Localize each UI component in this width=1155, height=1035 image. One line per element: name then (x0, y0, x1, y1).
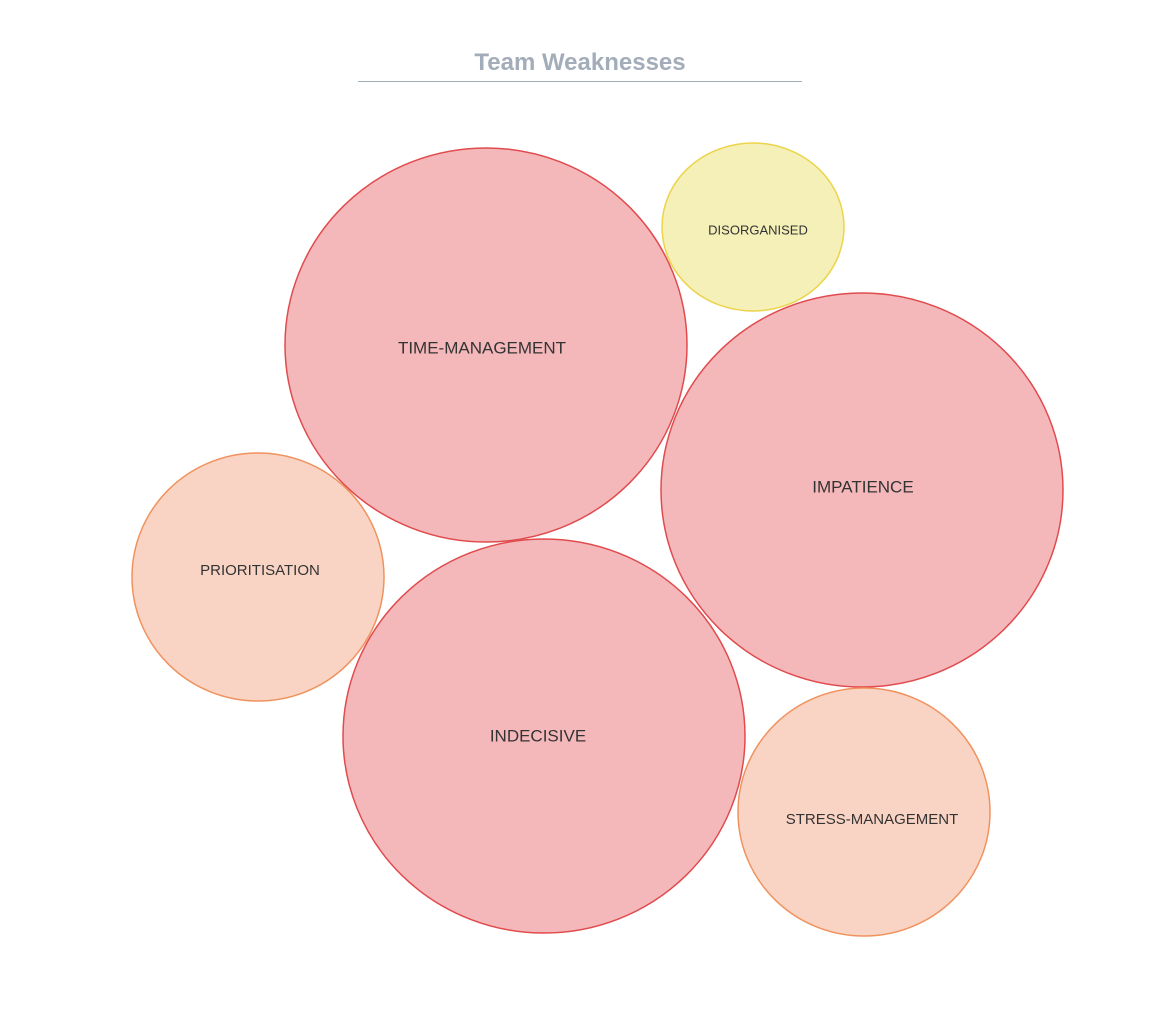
bubble-label: PRIORITISATION (200, 562, 320, 579)
bubble-label: TIME-MANAGEMENT (398, 338, 566, 357)
bubble-shape (131, 452, 385, 702)
bubble-shape (737, 687, 991, 937)
bubble-label: STRESS-MANAGEMENT (786, 811, 959, 828)
bubble-label: IMPATIENCE (812, 477, 913, 496)
bubble-shape (284, 147, 688, 543)
bubble-shape (342, 538, 746, 934)
bubble-stress-management[interactable]: STRESS-MANAGEMENT (737, 687, 991, 937)
bubble-prioritisation[interactable]: PRIORITISATION (131, 452, 385, 702)
diagram-title: Team Weaknesses (474, 49, 686, 76)
bubble-shape (661, 142, 845, 312)
bubble-disorganised[interactable]: DISORGANISED (661, 142, 845, 312)
title-underline (358, 81, 802, 82)
bubble-label: DISORGANISED (708, 222, 808, 237)
bubble-time-management[interactable]: TIME-MANAGEMENT (284, 147, 688, 543)
bubble-indecisive[interactable]: INDECISIVE (342, 538, 746, 934)
bubble-label: INDECISIVE (490, 726, 586, 745)
bubble-impatience[interactable]: IMPATIENCE (660, 292, 1064, 688)
bubble-shape (660, 292, 1064, 688)
